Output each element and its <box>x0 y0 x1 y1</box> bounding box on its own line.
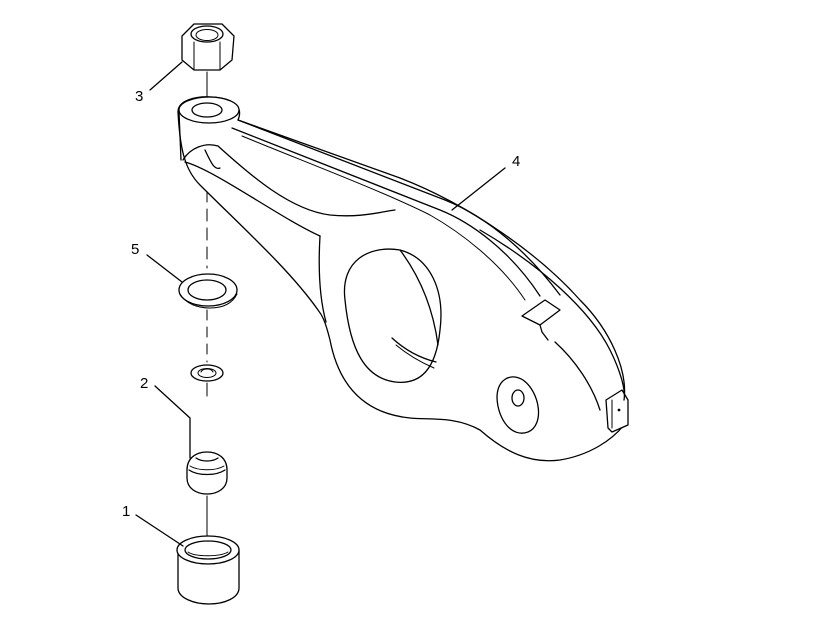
callouts: 3 4 5 2 1 <box>122 88 520 520</box>
socket-cup <box>176 535 240 605</box>
washer <box>178 273 238 309</box>
retainer-ring <box>190 364 224 382</box>
leader-line-1 <box>135 514 184 547</box>
callout-1: 1 <box>122 503 130 520</box>
callout-2: 2 <box>140 375 148 392</box>
tip-dot <box>617 408 621 412</box>
callout-4: 4 <box>512 153 520 170</box>
callout-3: 3 <box>135 88 143 105</box>
hex-nut <box>181 23 235 71</box>
leader-line-2 <box>154 385 191 459</box>
leader-line-5 <box>146 254 183 283</box>
leader-line-3 <box>149 61 183 91</box>
rocker-arm <box>177 96 629 462</box>
leader-line-4 <box>451 167 506 211</box>
leader-lines <box>135 61 506 547</box>
callout-5: 5 <box>131 241 139 258</box>
ball-stud <box>186 451 228 495</box>
